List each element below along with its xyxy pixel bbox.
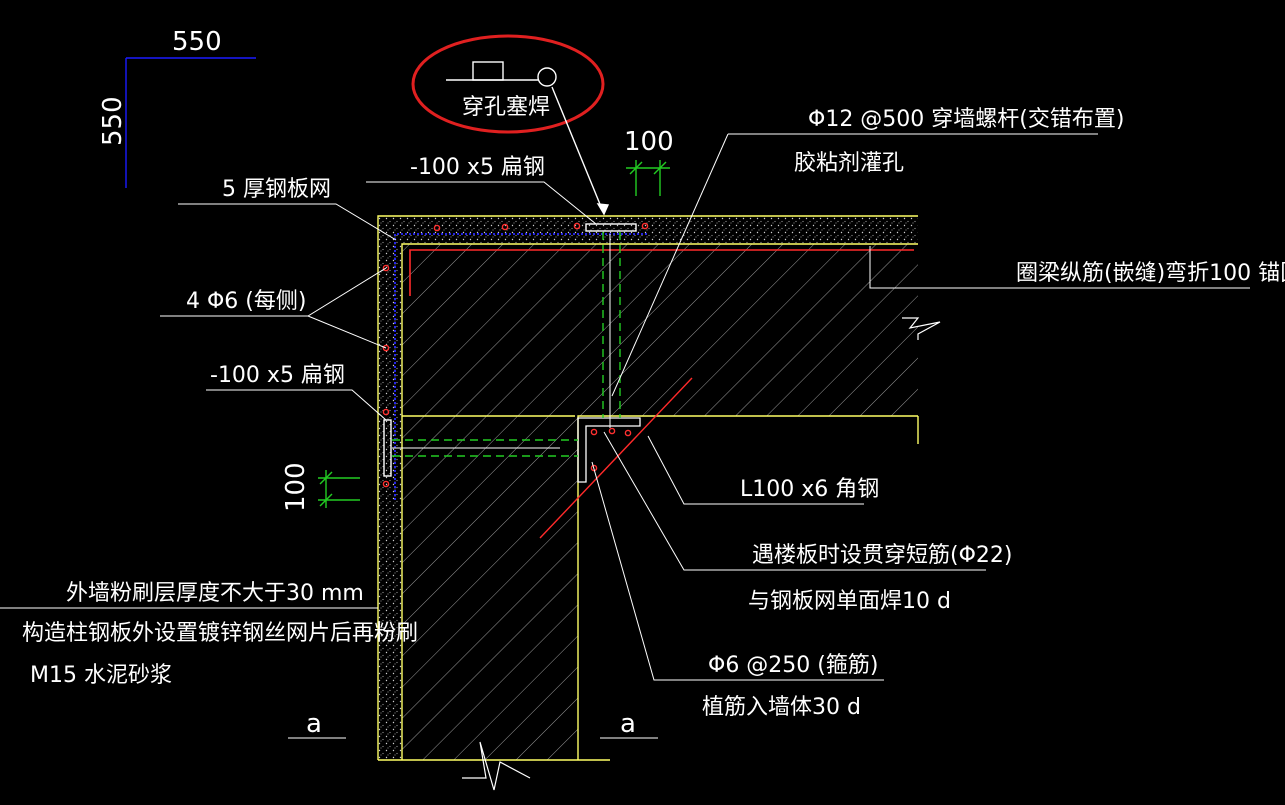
label-floor-slab-rebar: 遇楼板时设贯穿短筋(Φ22) xyxy=(752,543,1012,568)
label-steel-mesh: 5 厚钢板网 xyxy=(222,177,331,202)
wall-hatch xyxy=(402,416,578,760)
section-marker-left: a xyxy=(306,709,322,739)
outline xyxy=(377,215,919,761)
ring-beam-hatch xyxy=(402,244,918,416)
dim-side-spacing: 100 xyxy=(281,462,311,512)
steel-mesh xyxy=(394,233,648,500)
dim-bolt-spacing: 100 xyxy=(624,127,674,157)
flat-steel-top xyxy=(585,223,637,232)
label-bolt-spec: Φ12 @500 穿墙螺杆(交错布置) xyxy=(808,107,1124,132)
zigzag-break-icon xyxy=(902,317,941,340)
dimension-100-top xyxy=(626,160,670,196)
dim-top-width: 550 xyxy=(172,27,222,57)
angle-steel xyxy=(577,417,641,483)
label-weld-note: 与钢板网单面焊10 d xyxy=(748,589,951,614)
label-rebar-each-side: 4 Φ6 (每侧) xyxy=(186,289,306,314)
label-bolt-note: 胶粘剂灌孔 xyxy=(794,151,904,176)
label-stirrup: Φ6 @250 (箍筋) xyxy=(708,653,878,678)
label-angle-steel: L100 x6 角钢 xyxy=(740,477,879,502)
label-flat-steel-top: -100 x5 扁钢 xyxy=(410,155,545,180)
rebar-dots xyxy=(382,222,649,488)
flat-steel-side xyxy=(383,419,392,477)
leader-lines xyxy=(0,133,1250,739)
label-flat-steel-side: -100 x5 扁钢 xyxy=(210,363,345,388)
label-plug-weld: 穿孔塞焊 xyxy=(462,95,550,120)
dimension-550 xyxy=(125,57,256,188)
plug-weld-highlight-circle xyxy=(411,34,605,134)
label-ring-beam: 圈梁纵筋(嵌缝)弯折100 锚固 xyxy=(1016,261,1285,286)
label-mortar: M15 水泥砂浆 xyxy=(30,663,172,688)
section-marker-right: a xyxy=(620,709,636,739)
dimension-100-side xyxy=(318,470,360,508)
beam-rebar xyxy=(409,249,914,296)
weld-flag-with-circle-icon xyxy=(446,61,610,216)
wall-bolts xyxy=(392,232,621,457)
zigzag-break-icon-bottom xyxy=(462,741,531,791)
label-plaster-mesh: 构造柱钢板外设置镀锌钢丝网片后再粉刷 xyxy=(22,621,418,646)
label-plaster-thickness: 外墙粉刷层厚度不大于30 mm xyxy=(66,581,364,606)
dim-side-height: 550 xyxy=(98,96,128,146)
label-anchor-depth: 植筋入墙体30 d xyxy=(702,695,861,720)
